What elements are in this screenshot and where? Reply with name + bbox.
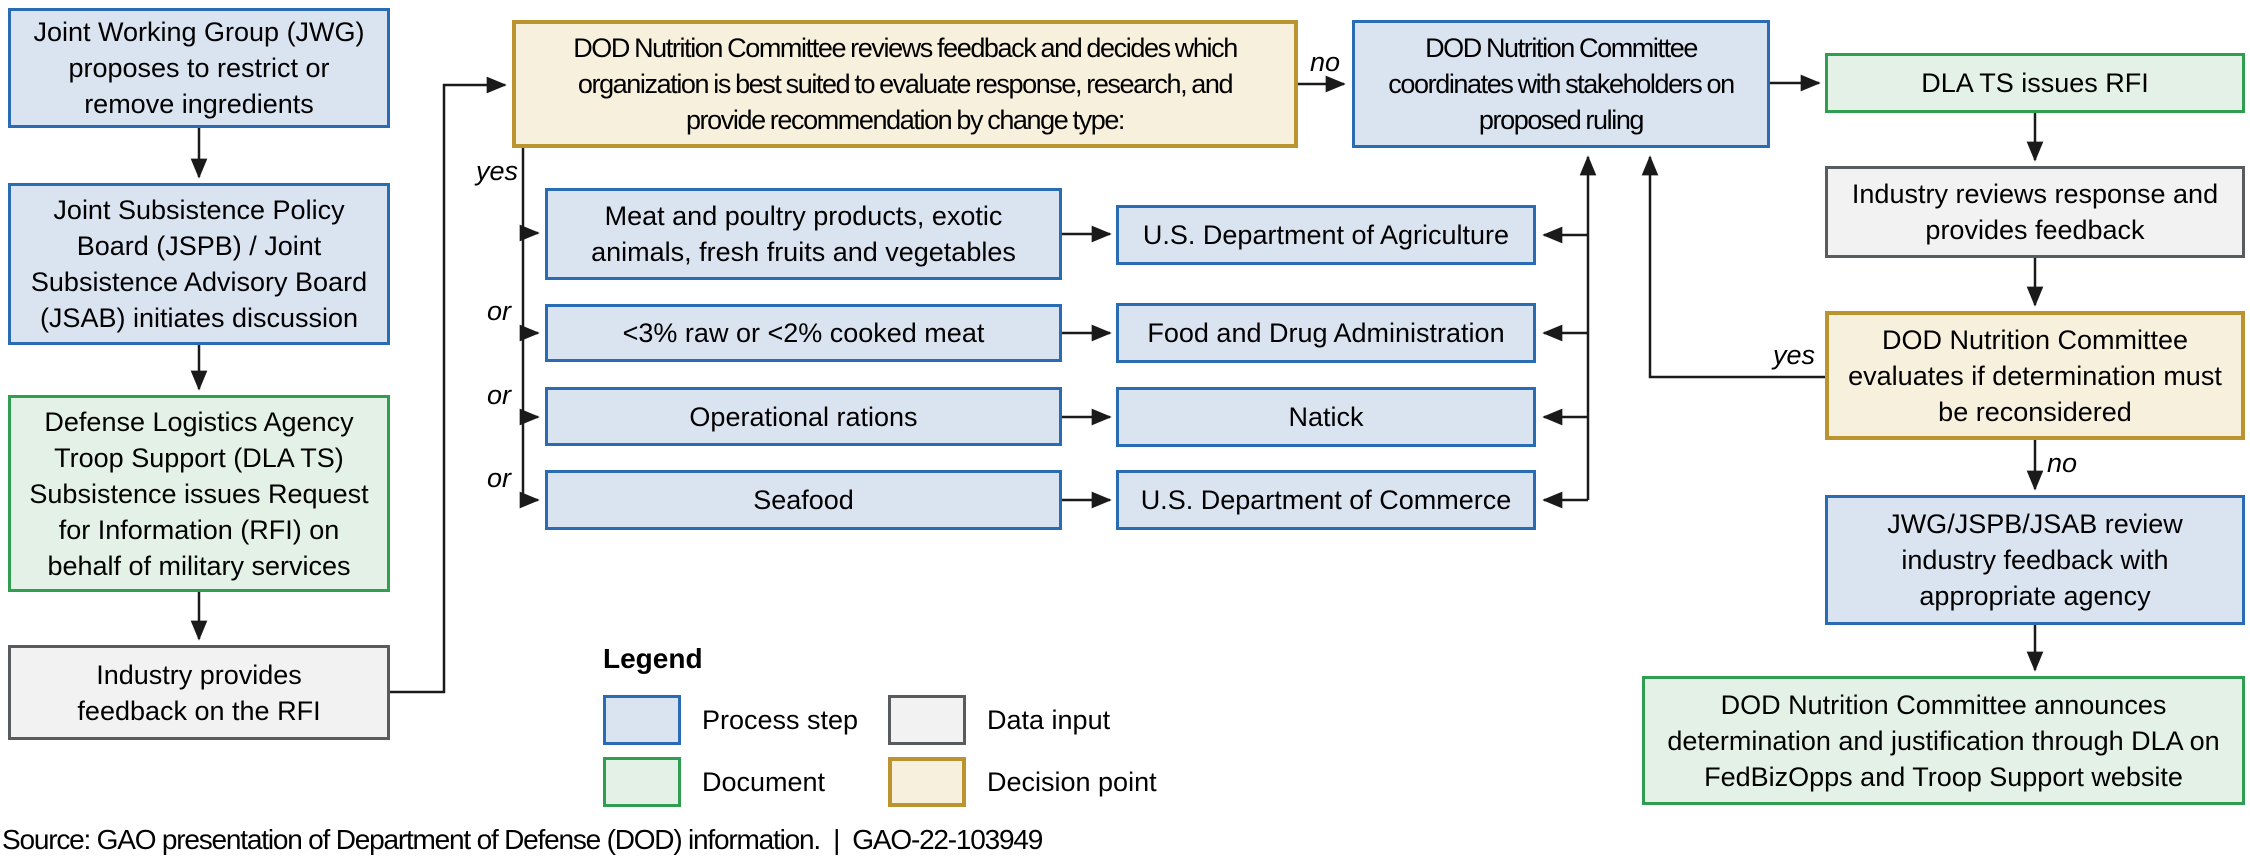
node-label: U.S. Department of Commerce [1140, 485, 1512, 515]
node-agency-commerce: U.S. Department of Commerce [1116, 470, 1536, 530]
legend-label-process: Process step [702, 704, 859, 735]
node-agency-fda: Food and Drug Administration [1116, 303, 1536, 363]
legend-label-data-input: Data input [987, 704, 1111, 735]
node-committee-reviews: DOD Nutrition Committee reviews feedback… [512, 20, 1298, 148]
node-cat-seafood: Seafood [545, 470, 1062, 530]
edge-label-no-bottom: no [2047, 448, 2078, 478]
node-cat-raw-cooked: <3% raw or <2% cooked meat [545, 304, 1062, 362]
edge-label-yes-return: yes [1772, 340, 1815, 370]
legend-swatch-document [603, 757, 681, 807]
node-label: DOD Nutrition Committee announces determ… [1667, 689, 2220, 792]
legend-label-decision: Decision point [987, 766, 1157, 797]
node-cat-meat-poultry: Meat and poultry products, exotic animal… [545, 188, 1062, 280]
node-jspb-initiates: Joint Subsistence Policy Board (JSPB) / … [8, 183, 390, 345]
node-dla-issues-rfi: Defense Logistics Agency Troop Support (… [8, 395, 390, 592]
node-label: DOD Nutrition Committee coordinates with… [1388, 33, 1735, 135]
node-label: Industry provides feedback on the RFI [77, 659, 321, 726]
node-committee-evaluates: DOD Nutrition Committee evaluates if det… [1825, 311, 2245, 440]
node-dla-ts-issues-rfi: DLA TS issues RFI [1825, 53, 2245, 113]
node-label: Industry reviews response and provides f… [1851, 179, 2219, 245]
node-label: DOD Nutrition Committee reviews feedback… [573, 33, 1238, 135]
node-jwg-jspb-jsab-review: JWG/JSPB/JSAB review industry feedback w… [1825, 495, 2245, 625]
node-label: Food and Drug Administration [1147, 318, 1505, 348]
node-agency-usda: U.S. Department of Agriculture [1116, 205, 1536, 265]
node-label: U.S. Department of Agriculture [1142, 220, 1510, 250]
edge-label-or-3: or [486, 463, 511, 493]
legend-title: Legend [603, 643, 703, 674]
node-label: DLA TS issues RFI [1921, 68, 2149, 98]
node-industry-reviews: Industry reviews response and provides f… [1825, 166, 2245, 258]
node-industry-feedback-rfi: Industry provides feedback on the RFI [8, 645, 390, 740]
legend-label-document: Document [702, 766, 826, 797]
node-label: Meat and poultry products, exotic animal… [591, 201, 1016, 267]
arrow-industry-to-reviews-decision [390, 76, 507, 694]
node-cat-operational-rations: Operational rations [545, 387, 1062, 446]
edge-label-or-1: or [486, 296, 511, 326]
node-label: Seafood [753, 485, 854, 515]
node-committee-announces: DOD Nutrition Committee announces determ… [1642, 676, 2245, 805]
node-label: Joint Subsistence Policy Board (JSPB) / … [30, 195, 368, 333]
legend-swatch-process [603, 695, 681, 745]
node-jwg-proposes: Joint Working Group (JWG) proposes to re… [8, 8, 390, 128]
edge-label-or-2: or [486, 380, 511, 410]
edge-label-no-top: no [1309, 47, 1341, 77]
legend-swatch-data-input [888, 695, 966, 745]
node-label: Operational rations [689, 401, 918, 432]
node-label: <3% raw or <2% cooked meat [622, 318, 985, 348]
node-label: Natick [1288, 402, 1364, 432]
legend-swatch-decision [888, 757, 966, 807]
node-label: Joint Working Group (JWG) proposes to re… [33, 17, 365, 119]
source-line: Source: GAO presentation of Department o… [2, 824, 1043, 855]
node-label: DOD Nutrition Committee evaluates if det… [1848, 324, 2222, 427]
node-label: JWG/JSPB/JSAB review industry feedback w… [1887, 509, 2183, 611]
node-committee-coordinates: DOD Nutrition Committee coordinates with… [1352, 20, 1770, 148]
arrow-yes-return-to-coordinates [1641, 155, 1825, 379]
edge-label-yes-top: yes [475, 156, 518, 186]
node-label: Defense Logistics Agency Troop Support (… [29, 406, 369, 581]
node-agency-natick: Natick [1116, 387, 1536, 447]
